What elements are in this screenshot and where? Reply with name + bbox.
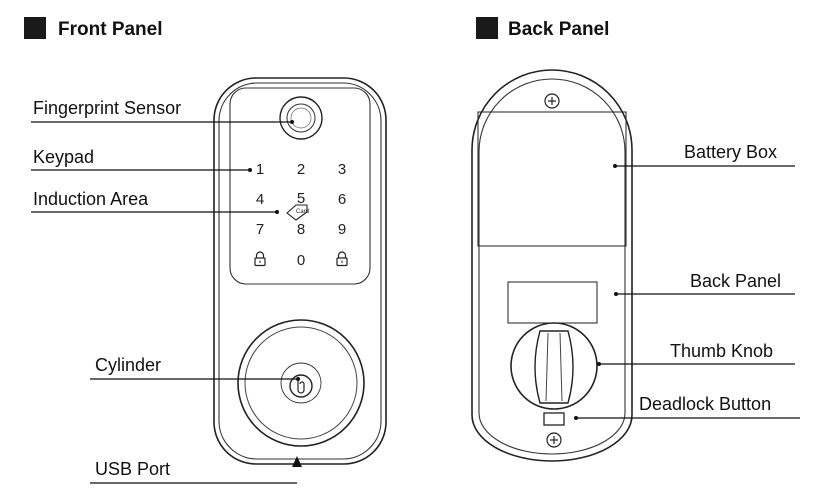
- bottom-screw-icon: [546, 432, 562, 448]
- key-0[interactable]: 0: [297, 252, 305, 269]
- key-2[interactable]: 2: [297, 161, 305, 178]
- label-cylinder: Cylinder: [95, 355, 161, 375]
- keypad: 1 2 3 4 5 6 7 8 9 0 Card: [254, 161, 348, 269]
- card-induction-text: Card: [296, 209, 309, 215]
- leader-dot-induction: [275, 210, 279, 214]
- leader-dot-battery: [613, 164, 617, 168]
- key-6[interactable]: 6: [338, 191, 346, 208]
- label-deadlock-button: Deadlock Button: [639, 394, 771, 414]
- fingerprint-sensor: [279, 96, 323, 140]
- key-7[interactable]: 7: [256, 221, 264, 238]
- leader-dot-keypad: [248, 168, 252, 172]
- leader-dot-back-panel: [614, 292, 618, 296]
- usb-port-icon: [292, 456, 302, 467]
- top-screw-icon: [544, 93, 560, 109]
- key-5[interactable]: 5: [297, 190, 305, 207]
- card-induction-icon: Card: [286, 204, 309, 221]
- front-lock-inner-rim: [218, 82, 382, 460]
- label-keypad: Keypad: [33, 147, 94, 167]
- label-fingerprint-sensor: Fingerprint Sensor: [33, 98, 181, 118]
- key-8[interactable]: 8: [297, 221, 305, 238]
- label-thumb-knob: Thumb Knob: [670, 341, 773, 361]
- leader-dot-deadlock: [574, 416, 578, 420]
- label-induction-area: Induction Area: [33, 189, 149, 209]
- keypad-glass: [229, 87, 371, 285]
- key-9[interactable]: 9: [338, 221, 346, 238]
- label-battery-box: Battery Box: [684, 142, 777, 162]
- back-panel-title-marker: [476, 17, 498, 39]
- lock-key-right-icon[interactable]: [336, 251, 348, 267]
- deadlock-button[interactable]: [543, 412, 565, 426]
- back-lock-inner-rim: [478, 78, 626, 455]
- front-panel-title: Front Panel: [58, 19, 163, 40]
- label-usb-port: USB Port: [95, 459, 170, 479]
- key-3[interactable]: 3: [338, 161, 346, 178]
- label-back-panel: Back Panel: [690, 271, 781, 291]
- leader-dot-fingerprint: [290, 120, 294, 124]
- lock-key-left-icon[interactable]: [254, 251, 266, 267]
- leader-dot-thumb: [597, 362, 601, 366]
- cylinder: [237, 319, 365, 447]
- front-panel-title-marker: [24, 17, 46, 39]
- thumb-knob[interactable]: [510, 322, 598, 410]
- leader-dot-cylinder: [296, 377, 300, 381]
- key-4[interactable]: 4: [256, 191, 264, 208]
- back-panel-title: Back Panel: [508, 19, 609, 40]
- key-1[interactable]: 1: [256, 161, 264, 178]
